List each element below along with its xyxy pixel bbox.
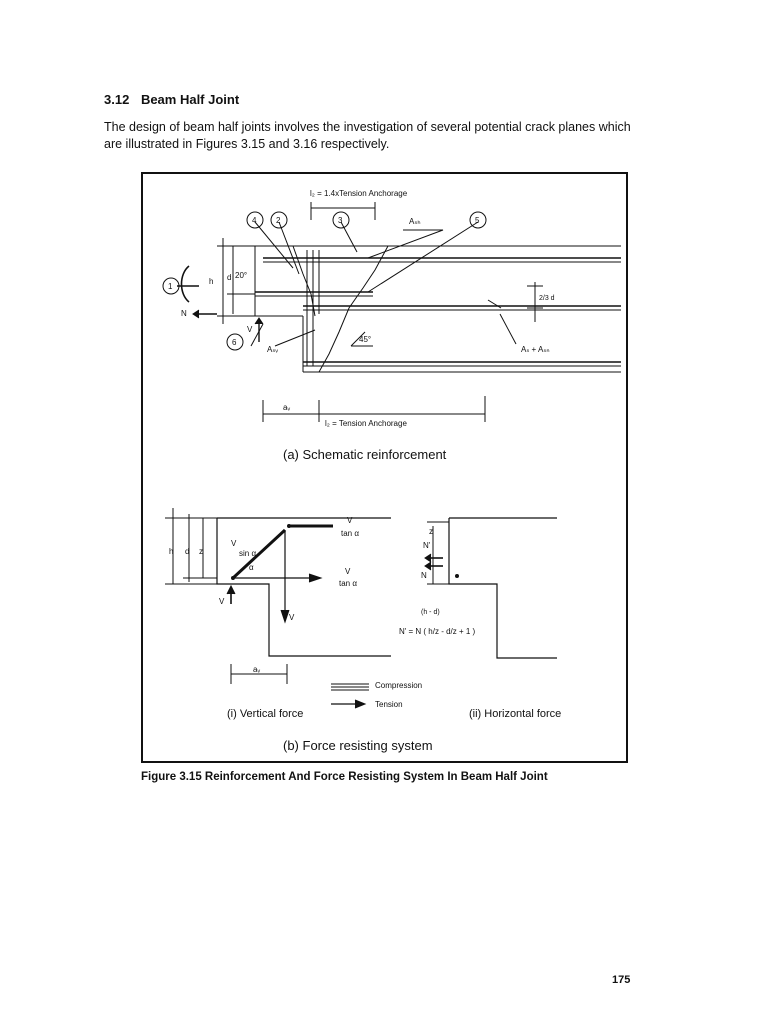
forces-subtitle: (b) Force resisting system <box>283 738 433 753</box>
v-label-tie: V <box>345 567 351 576</box>
anchorage-top-label: l₂ = 1.4xTension Anchorage <box>310 189 408 198</box>
ash-label: Aₛₕ <box>409 217 421 226</box>
marker-4-label: 4 <box>252 216 257 225</box>
axial-N-label: N <box>181 309 187 318</box>
marker-6 <box>226 333 244 351</box>
v-label-strut: V <box>231 539 237 548</box>
compression-strut <box>231 528 287 580</box>
v-label-left: V <box>219 597 225 606</box>
angle-20-label: 20° <box>235 271 247 280</box>
h-minus-d-label: (h - d) <box>421 609 440 616</box>
section-heading: 3.12 Beam Half Joint <box>104 92 239 107</box>
d-label-b: d <box>185 547 189 556</box>
legend-compression: Compression <box>375 681 422 690</box>
angle-45-label: 45° <box>359 335 371 344</box>
crack-plane <box>292 245 316 317</box>
schematic-subtitle: (a) Schematic reinforcement <box>283 447 447 462</box>
av-label: aᵥ <box>283 403 290 412</box>
figure-drawing: l₂ = 1.4xTension Anchorage l₂ = Tension … <box>162 189 621 753</box>
N-label-ii: N <box>421 571 427 580</box>
marker-1 <box>162 277 180 295</box>
figure-frame: l₂ = 1.4xTension Anchorage l₂ = Tension … <box>141 172 628 763</box>
force-beam-i <box>216 517 391 657</box>
horizontal-force-label: (ii) Horizontal force <box>469 708 561 720</box>
z-label-ii: z <box>429 527 433 536</box>
page-number: 175 <box>612 974 631 986</box>
figure-caption: Figure 3.15 Reinforcement And Force Resi… <box>141 771 548 783</box>
vertical-force-label: (i) Vertical force <box>227 708 303 720</box>
N-prime-label: N' <box>423 541 431 550</box>
tan-a-label-top: tan α <box>341 529 359 538</box>
d-label: d <box>227 273 231 282</box>
marker-2-label: 2 <box>276 216 281 225</box>
v-label-top: V <box>347 516 353 525</box>
alpha-label: α <box>249 563 254 572</box>
marker-6-label: 6 <box>232 338 237 347</box>
section-title: Beam Half Joint <box>140 92 240 107</box>
marker-2 <box>270 211 288 229</box>
h-label-b: h <box>169 547 173 556</box>
sin-a-label: sin α <box>239 549 256 558</box>
shear-V-label: V <box>247 325 253 334</box>
h-label: h <box>209 277 213 286</box>
formula-label: N' = N ( h/z - d/z + 1 ) <box>399 627 476 636</box>
intro-paragraph: The design of beam half joints involves … <box>104 120 631 151</box>
av-label-b: aᵥ <box>253 665 260 674</box>
legend-tension: Tension <box>375 700 403 709</box>
as-plus-asn-label: Aₛ + Aₛₙ <box>521 345 550 354</box>
crack-plane-diag <box>318 245 389 373</box>
marker-5-label: 5 <box>475 216 480 225</box>
v-label-reaction: V <box>289 613 295 622</box>
tan-a-label-tie: tan α <box>339 579 357 588</box>
marker-3-label: 3 <box>338 216 343 225</box>
z-label-b: z <box>199 547 203 556</box>
marker-3 <box>332 211 350 229</box>
force-beam-ii <box>448 517 557 659</box>
asv-label: Aₛᵥ <box>267 345 278 354</box>
section-number: 3.12 <box>104 92 130 107</box>
moment-arrow <box>180 265 190 303</box>
marker-4 <box>246 211 264 229</box>
anchorage-bottom-label: l₂ = Tension Anchorage <box>325 419 407 428</box>
marker-5 <box>469 211 487 229</box>
two-thirds-d-label: 2/3 d <box>539 295 555 302</box>
marker-1-label: 1 <box>168 282 173 291</box>
